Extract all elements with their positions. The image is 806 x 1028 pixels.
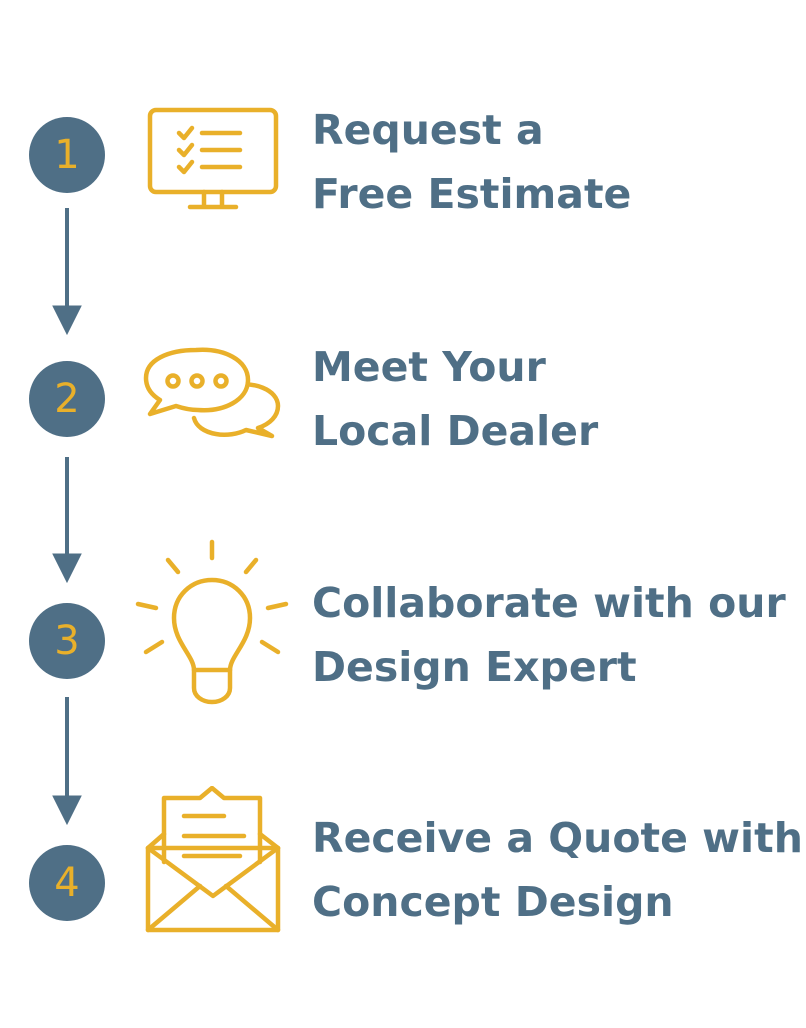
step-4-title: Receive a Quote with Concept Design [312, 806, 803, 934]
step-3-number-badge: 3 [29, 603, 105, 679]
step-2-number: 2 [54, 376, 80, 422]
step-4-number-badge: 4 [29, 845, 105, 921]
step-1-title-line-2: Free Estimate [312, 170, 632, 218]
open-envelope-letter-icon [145, 786, 281, 933]
step-3-number: 3 [54, 618, 80, 664]
arrow-3-to-4 [52, 697, 82, 826]
step-3-title-line-1: Collaborate with our [312, 579, 786, 627]
step-2-number-badge: 2 [29, 361, 105, 437]
step-2-title: Meet Your Local Dealer [312, 335, 598, 463]
step-1-number-badge: 1 [29, 117, 105, 193]
step-2-title-line-1: Meet Your [312, 343, 546, 391]
arrow-2-to-3 [52, 457, 82, 584]
step-1-title: Request a Free Estimate [312, 98, 631, 226]
computer-checklist-icon [147, 107, 279, 210]
step-3-title: Collaborate with our Design Expert [312, 571, 786, 699]
step-3-title-line-2: Design Expert [312, 643, 637, 691]
step-4-title-line-1: Receive a Quote with [312, 814, 803, 862]
step-1-title-line-1: Request a [312, 106, 544, 154]
chat-bubbles-icon [143, 347, 281, 439]
step-4-title-line-2: Concept Design [312, 878, 674, 926]
arrow-1-to-2 [52, 208, 82, 336]
step-4-number: 4 [54, 860, 80, 906]
step-1-number: 1 [54, 132, 80, 178]
step-2-title-line-2: Local Dealer [312, 407, 599, 455]
lightbulb-icon [135, 539, 289, 705]
